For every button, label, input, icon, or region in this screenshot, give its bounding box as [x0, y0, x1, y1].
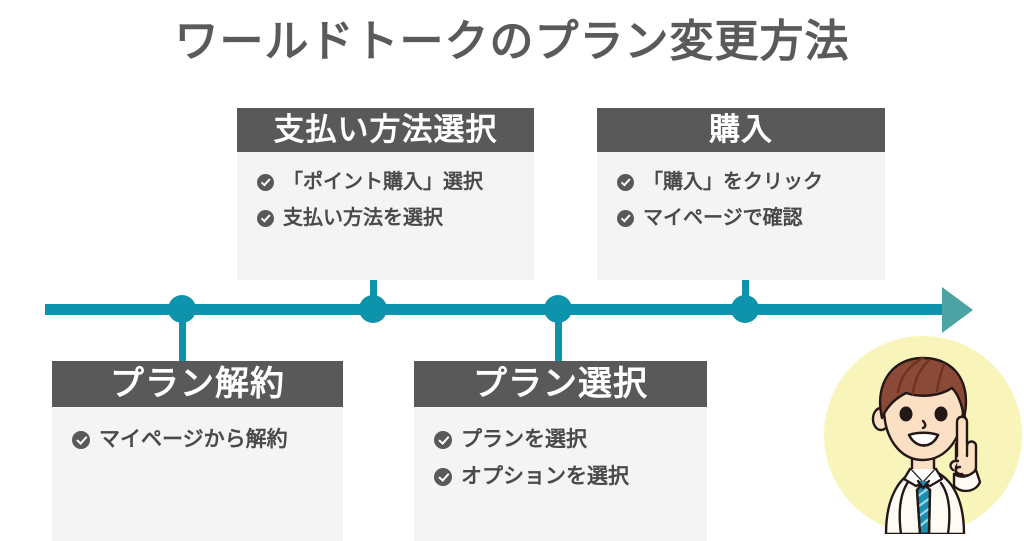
- list-item: 支払い方法を選択: [237, 200, 534, 236]
- timeline-arrow-icon: [942, 287, 973, 333]
- character-index-finger: [955, 415, 969, 458]
- timeline-stem-1: [178, 310, 186, 366]
- check-circle-icon: [257, 173, 274, 191]
- card-plan-select: プラン選択 プランを選択 オプションを選択: [414, 361, 707, 541]
- check-circle-icon: [617, 209, 634, 227]
- card-plan-select-list: プランを選択 オプションを選択: [414, 421, 707, 495]
- list-item: オプションを選択: [414, 458, 707, 495]
- list-item-label: マイページから解約: [99, 428, 288, 451]
- timeline-node-1[interactable]: [168, 295, 196, 323]
- card-payment-method-list: 「ポイント購入」選択 支払い方法を選択: [237, 164, 534, 236]
- timeline-node-2[interactable]: [359, 295, 387, 323]
- card-payment-method-body: 「ポイント購入」選択 支払い方法を選択: [237, 152, 534, 280]
- character-eye-left: [899, 406, 913, 422]
- check-circle-icon: [72, 430, 90, 449]
- check-circle-icon: [617, 173, 634, 191]
- list-item: プランを選択: [414, 421, 707, 458]
- card-purchase: 購入 「購入」をクリック マイページで確認: [597, 108, 885, 280]
- list-item-label: プランを選択: [461, 428, 587, 451]
- list-item: マイページから解約: [52, 421, 343, 458]
- card-purchase-list: 「購入」をクリック マイページで確認: [597, 164, 885, 236]
- check-circle-icon: [434, 467, 452, 486]
- card-payment-method-title: 支払い方法選択: [237, 108, 534, 152]
- list-item-label: オプションを選択: [461, 465, 629, 488]
- character-eye-right: [934, 406, 948, 422]
- card-plan-cancel-body: マイページから解約: [52, 407, 343, 541]
- timeline-stem-3: [554, 310, 562, 366]
- character-hair: [879, 356, 968, 420]
- card-purchase-title: 購入: [597, 108, 885, 152]
- card-plan-cancel: プラン解約 マイページから解約: [52, 361, 343, 541]
- list-item: 「ポイント購入」選択: [237, 164, 534, 200]
- timeline-line: [45, 304, 945, 315]
- check-circle-icon: [434, 430, 452, 449]
- card-plan-cancel-title: プラン解約: [52, 361, 343, 407]
- timeline-node-3[interactable]: [544, 295, 572, 323]
- list-item-label: 「ポイント購入」選択: [283, 171, 483, 193]
- page-title: ワールドトークのプラン変更方法: [174, 17, 850, 66]
- list-item-label: 支払い方法を選択: [283, 207, 443, 229]
- timeline-node-4[interactable]: [731, 295, 759, 323]
- card-purchase-body: 「購入」をクリック マイページで確認: [597, 152, 885, 280]
- list-item-label: マイページで確認: [643, 207, 803, 229]
- pointing-boy-svg: [824, 336, 1022, 536]
- card-plan-cancel-list: マイページから解約: [52, 421, 343, 458]
- list-item-label: 「購入」をクリック: [643, 171, 823, 193]
- list-item: 「購入」をクリック: [597, 164, 885, 200]
- character-cuff: [952, 468, 982, 493]
- pointing-boy-illustration: [824, 336, 1022, 536]
- card-plan-select-body: プランを選択 オプションを選択: [414, 407, 707, 541]
- check-circle-icon: [257, 209, 274, 227]
- card-payment-method: 支払い方法選択 「ポイント購入」選択 支払い方法を選択: [237, 108, 534, 280]
- list-item: マイページで確認: [597, 200, 885, 236]
- card-plan-select-title: プラン選択: [414, 361, 707, 407]
